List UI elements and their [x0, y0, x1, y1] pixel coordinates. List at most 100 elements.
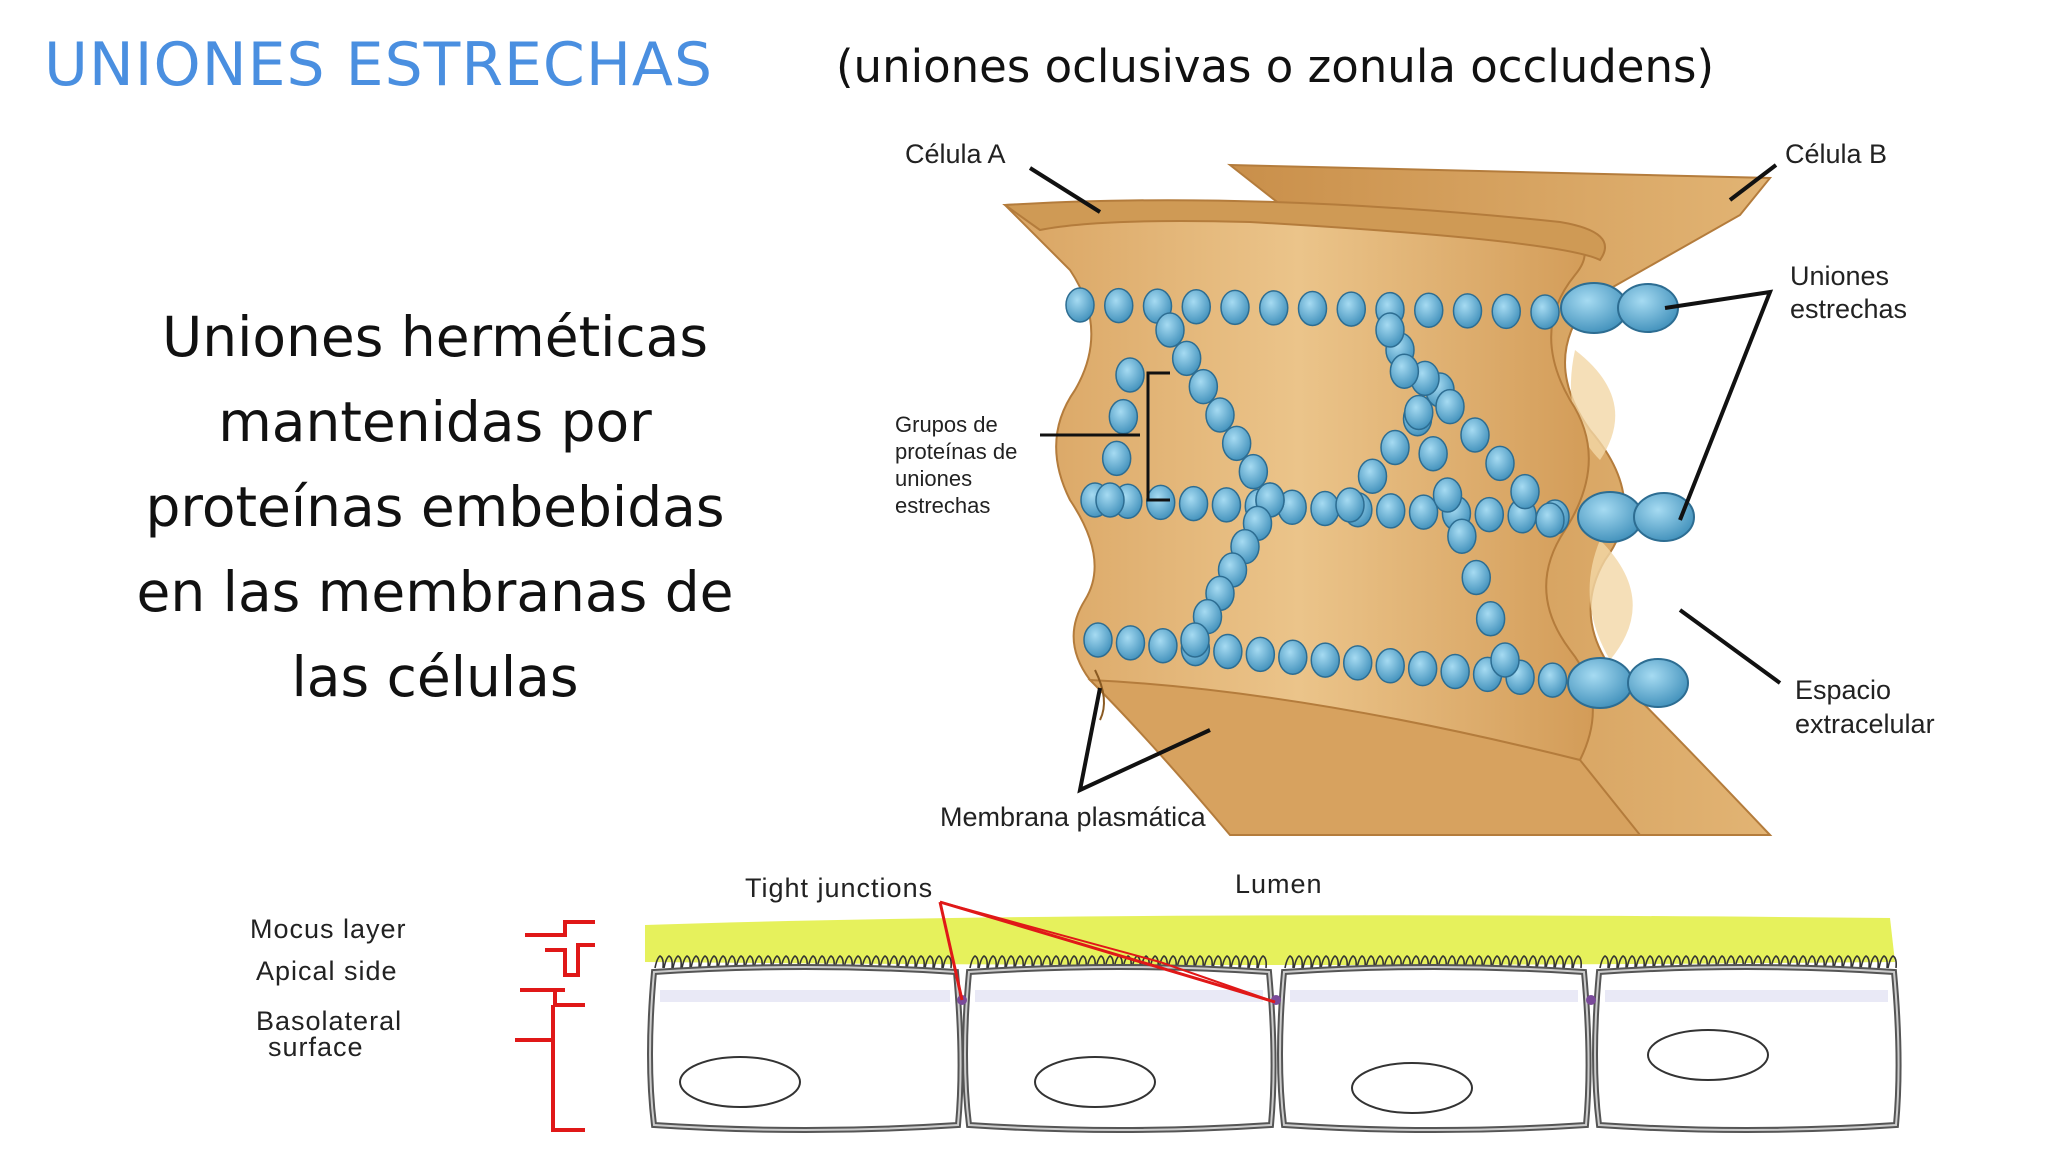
microvillus [699, 955, 709, 969]
microvillus [1725, 955, 1735, 969]
microvillus [1743, 955, 1753, 969]
protein-dot [1155, 312, 1185, 348]
protein-dot [1475, 601, 1506, 637]
leader-line-membrana [1077, 687, 1211, 794]
protein-dot [1435, 388, 1465, 425]
microvillus [1437, 955, 1447, 969]
protein-dot [1205, 397, 1235, 433]
microvillus [708, 955, 718, 969]
protein-dot [1297, 290, 1328, 327]
microvillus [1392, 955, 1402, 969]
microvillus [1167, 955, 1177, 969]
microvillus [1518, 955, 1528, 969]
microvillus [771, 955, 781, 969]
microvillus [1752, 955, 1762, 969]
microvillus [1365, 955, 1375, 969]
microvillus [780, 955, 790, 969]
microvillus [690, 955, 700, 969]
microvillus [1887, 955, 1897, 969]
microvillus [843, 955, 853, 969]
microvillus [1104, 955, 1114, 969]
microvillus [1770, 955, 1780, 969]
description-text: Uniones herméticas mantenidas por proteí… [80, 295, 790, 720]
protein-dot [1178, 485, 1209, 522]
description-line: las células [291, 645, 579, 709]
microvillus [933, 955, 943, 969]
microvillus [1347, 955, 1357, 969]
label-membrana: Membrana plasmática [940, 802, 1207, 832]
label-tight-junctions: Tight junctions [745, 873, 933, 903]
microvillus [1527, 955, 1537, 969]
protein-dot [1389, 353, 1420, 389]
leader-line-cell-b [1728, 163, 1778, 202]
cell-a-bottom-flap [1087, 678, 1643, 836]
microvillus [1050, 955, 1060, 969]
microvillus [1212, 955, 1222, 969]
microvillus [852, 955, 862, 969]
microvillus [1446, 955, 1456, 969]
microvillus [654, 955, 664, 969]
microvillus [1509, 955, 1519, 969]
microvillus [1068, 955, 1078, 969]
microvillus [1410, 955, 1420, 969]
protein-dot [1474, 496, 1505, 533]
microvillus [1455, 955, 1465, 969]
microvillus [861, 955, 871, 969]
microvillus [1230, 955, 1240, 969]
protein-dot [1145, 484, 1176, 521]
microvillus [726, 955, 736, 969]
protein-dot [1414, 292, 1444, 328]
protein-dot [1220, 289, 1250, 326]
microvillus [1248, 955, 1258, 969]
grupos-bracket [1146, 371, 1170, 502]
protein-dot [1535, 502, 1565, 538]
microvillus [924, 955, 934, 969]
microvillus [1680, 955, 1690, 969]
protein-dot [1452, 293, 1483, 329]
apical-band [660, 990, 950, 1002]
protein-dot [1491, 293, 1521, 330]
protein-dot [1530, 294, 1560, 330]
protein-dot [1181, 289, 1211, 325]
junction-protein-pair [1567, 657, 1689, 709]
protein-dot [1115, 357, 1145, 393]
epithelial-cells [647, 964, 1902, 1133]
label-grupos-3: uniones [895, 466, 972, 491]
protein-dot [1213, 633, 1243, 670]
microvillus [1797, 955, 1807, 969]
microvillus [1599, 955, 1609, 969]
label-espacio-2: extracelular [1795, 709, 1935, 739]
microvillus [672, 955, 682, 969]
microvillus [1473, 955, 1483, 969]
protein-dot [1310, 490, 1340, 527]
microvillus [807, 955, 817, 969]
microvillus [942, 955, 952, 969]
microvillus [1374, 955, 1384, 969]
protein-dot [1537, 662, 1568, 698]
microvillus [879, 955, 889, 969]
microvillus [753, 955, 763, 969]
protein-dot [1104, 287, 1134, 324]
microvillus [1554, 955, 1564, 969]
microvillus [1185, 955, 1195, 969]
tight-junction-3d-diagram: Célula A Célula B Uniones estrechas Grup… [895, 139, 1935, 836]
label-uniones-2: estrechas [1790, 294, 1907, 324]
microvillus [1851, 955, 1861, 969]
microvillus [1041, 955, 1051, 969]
microvillus [1464, 955, 1474, 969]
protein-dot [1342, 645, 1373, 681]
protein-dot [1211, 487, 1242, 523]
protein-dot [1357, 458, 1388, 494]
protein-strands [1065, 287, 1600, 701]
label-apical-side: Apical side [256, 956, 398, 986]
mucus-layer [645, 915, 1895, 965]
tight-junction-pointer [939, 900, 1276, 1004]
protein-dot [1238, 453, 1269, 490]
microvillus [1482, 955, 1492, 969]
protein-dot [1188, 368, 1219, 405]
description-line: mantenidas por [218, 390, 652, 454]
microvillus [1707, 955, 1717, 969]
tight-junction-pointer [938, 901, 964, 1001]
label-lumen: Lumen [1235, 869, 1323, 899]
cell-nucleus [1647, 1029, 1769, 1081]
